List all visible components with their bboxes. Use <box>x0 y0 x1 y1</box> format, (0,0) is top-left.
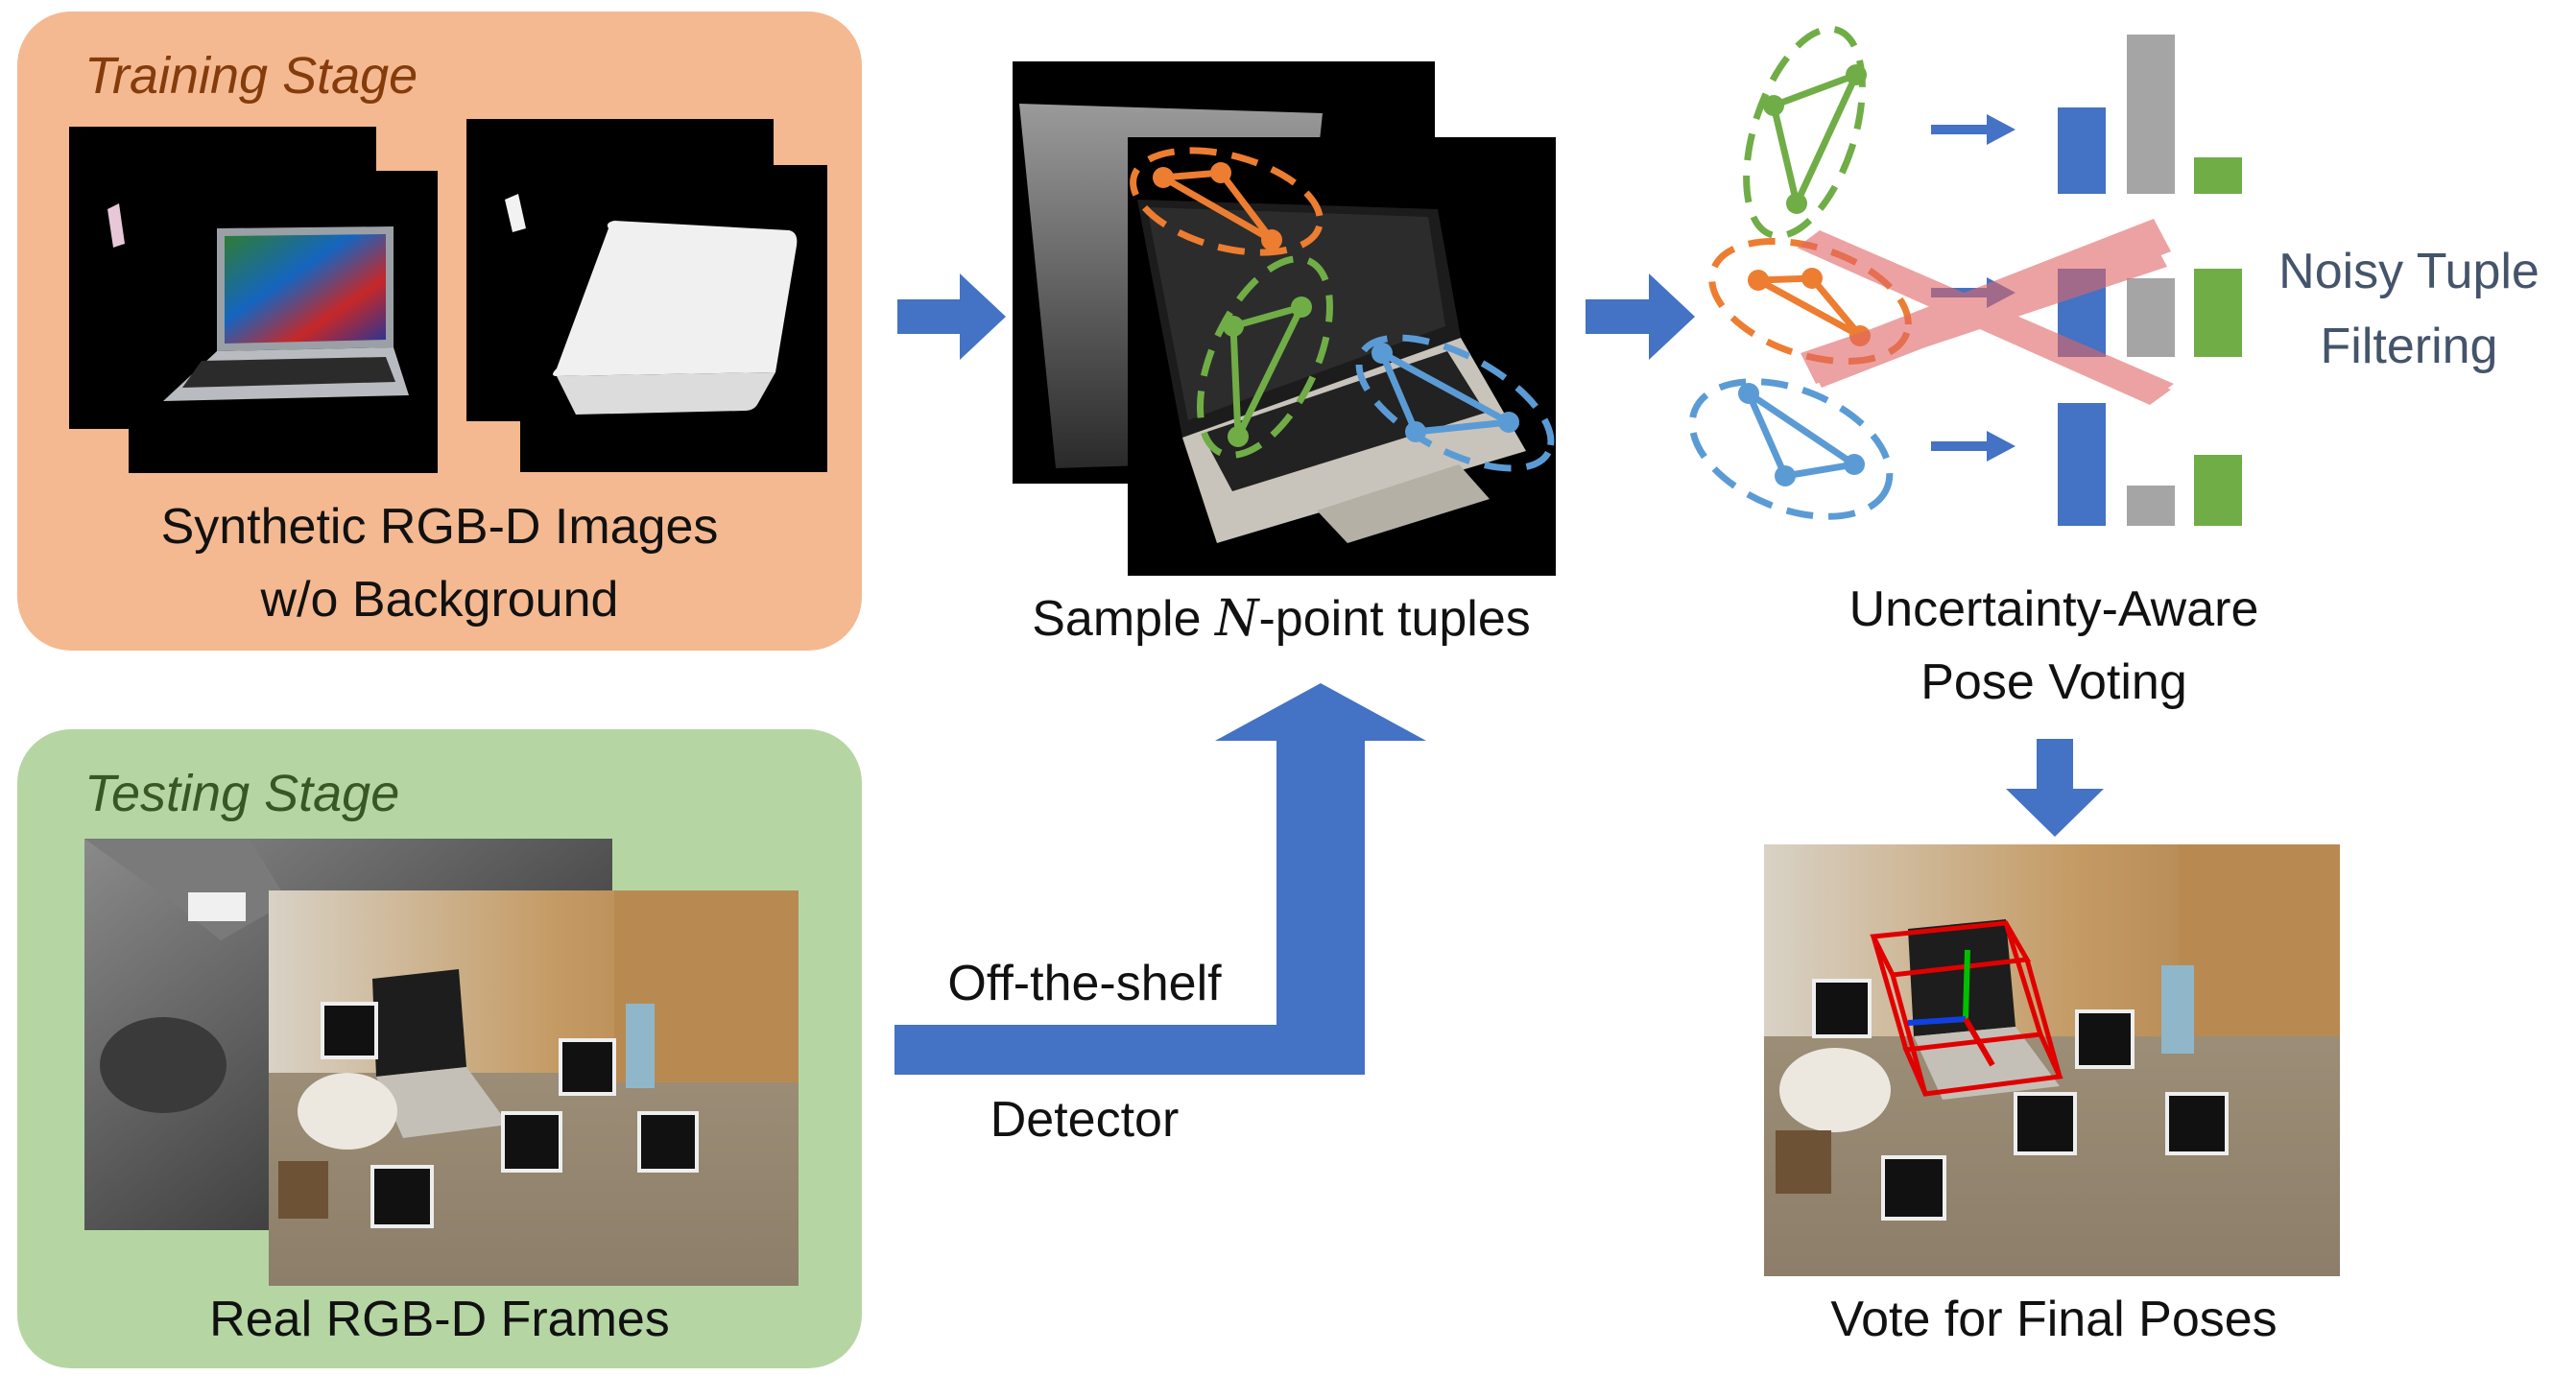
bowl <box>298 1073 397 1150</box>
aruco-markers <box>321 1002 699 1228</box>
laptop-mask <box>553 221 798 376</box>
detector-label-line1: Off-the-shelf <box>947 956 1222 1011</box>
laptop-keyboard <box>376 1067 509 1138</box>
voting-caption-line2: Pose Voting <box>1920 654 2187 710</box>
laptop-screen <box>225 234 386 344</box>
sampling-image-stack <box>1013 61 1556 576</box>
laptop-screen <box>372 969 466 1077</box>
cup <box>626 1004 655 1088</box>
synthetic-rgb-image-stack <box>69 127 438 473</box>
uncertainty-bars-top <box>2058 35 2242 194</box>
uncertainty-bars-bottom <box>2058 403 2242 526</box>
mug <box>278 1161 328 1219</box>
arrow-to-sampling <box>897 273 1006 360</box>
predicted-pose-box <box>1870 920 2063 1097</box>
synthetic-depth-image-stack <box>466 119 827 472</box>
blue-point-tuple <box>1355 334 1555 472</box>
sampling-caption-prefix: Sample <box>1032 591 1215 647</box>
detector-label-line2: Detector <box>990 1092 1180 1148</box>
uncertainty-bars-middle <box>2058 269 2242 357</box>
training-caption-line1: Synthetic RGB-D Images <box>160 499 719 555</box>
pose-axis-y <box>1963 949 1970 1020</box>
pink-fragment <box>107 203 125 248</box>
sampling-caption: Sample N-point tuples <box>993 590 1569 649</box>
voting-blue-tuple <box>1688 378 1894 520</box>
final-caption: Vote for Final Poses <box>1830 1292 2278 1347</box>
pose-axis-z <box>1963 1017 1995 1067</box>
filter-label-line2: Filtering <box>2320 319 2498 374</box>
testing-stage-title: Testing Stage <box>84 765 400 822</box>
arrow-to-final-poses <box>2006 739 2104 837</box>
final-pose-image <box>1764 844 2340 1276</box>
real-rgb-frame <box>269 890 799 1286</box>
sampling-caption-var: N <box>1214 590 1259 648</box>
pose-axis-x <box>1907 1016 1967 1026</box>
orange-point-tuple <box>1130 147 1324 256</box>
training-stage-title: Training Stage <box>84 47 418 105</box>
noisy-tuple-cross <box>1797 219 2174 405</box>
filter-label-line1: Noisy Tuple <box>2278 244 2540 299</box>
sampling-caption-suffix: -point tuples <box>1258 591 1531 647</box>
arrow-to-voting <box>1586 273 1695 360</box>
voting-green-tuple <box>1743 25 1867 240</box>
testing-caption: Real RGB-D Frames <box>209 1292 670 1347</box>
green-point-tuple <box>1196 255 1334 459</box>
voting-caption-line1: Uncertainty-Aware <box>1849 581 2259 637</box>
detector-arrow <box>894 683 1426 1075</box>
training-caption-line2: w/o Background <box>260 572 619 628</box>
